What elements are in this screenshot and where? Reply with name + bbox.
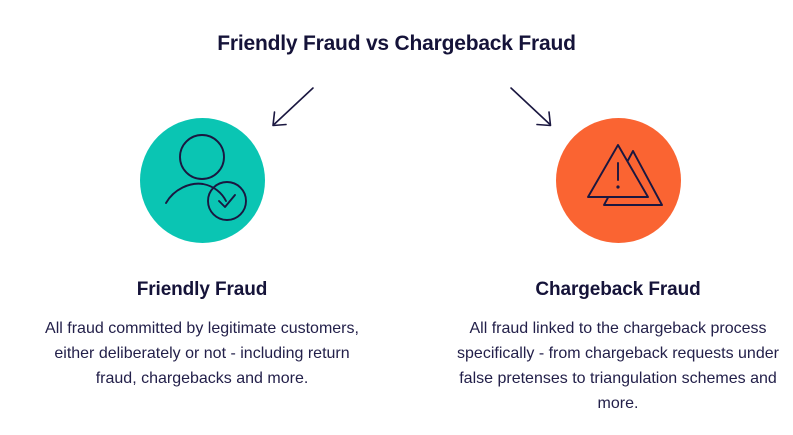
card-friendly-fraud: Friendly Fraud All fraud committed by le… <box>32 118 372 391</box>
chargeback-fraud-heading: Chargeback Fraud <box>535 279 701 300</box>
friendly-fraud-heading: Friendly Fraud <box>136 279 268 300</box>
double-warning-triangle-icon <box>586 144 663 206</box>
card-chargeback-fraud: Chargeback Fraud All fraud linked to the… <box>448 118 788 416</box>
chargeback-fraud-icon-circle <box>555 118 681 243</box>
friendly-fraud-description: All fraud committed by legitimate custom… <box>45 320 359 387</box>
chargeback-fraud-description: All fraud linked to the chargeback proce… <box>457 320 779 412</box>
friendly-fraud-icon-circle <box>139 118 265 243</box>
user-verified-icon <box>164 134 247 221</box>
page-title: Friendly Fraud vs Chargeback Fraud <box>217 32 576 55</box>
